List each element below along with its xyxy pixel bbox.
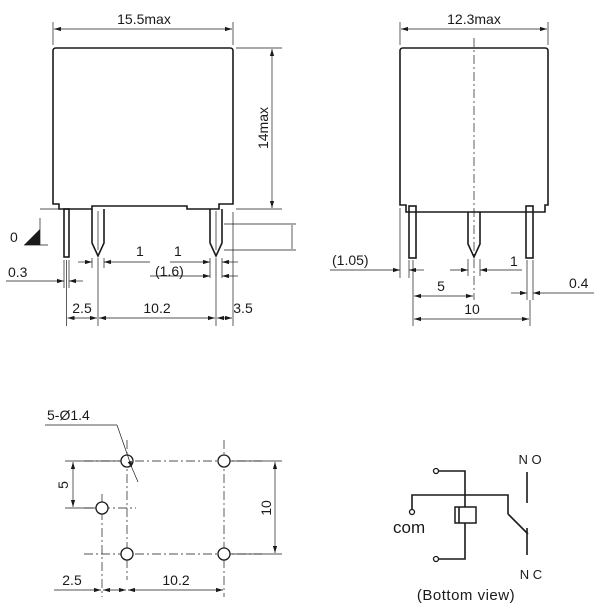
side-pin-right <box>525 205 534 259</box>
coil-terminal-bottom <box>432 555 440 563</box>
dim-pcb-row-span: 10 <box>230 460 282 555</box>
dim-front-height: 14max <box>236 47 282 210</box>
dim-front-width-label: 15.5max <box>117 11 171 27</box>
side-pin-middle <box>467 212 481 259</box>
dim-side-pin-width: 1 <box>450 253 522 276</box>
front-pin-right <box>209 209 223 258</box>
front-view: 15.5max 14max 0 0.3 <box>6 11 296 326</box>
com-terminal <box>408 508 416 516</box>
dim-front-pin-pitch-label: 10.2 <box>143 300 170 316</box>
dim-side-pin-thickness: 0.4 <box>511 260 594 300</box>
dim-front-pin-width-3: (1.6) <box>150 263 238 279</box>
label-no: N O <box>518 452 541 467</box>
dim-front-pin-width-1-label: 1 <box>136 243 144 259</box>
dim-pcb-hole-callout: 5-Ø1.4 <box>45 407 139 483</box>
coil-terminal-top <box>432 467 440 475</box>
dim-side-width: 12.3max <box>399 11 549 45</box>
dim-pcb-bottom: 2.5 10.2 <box>54 572 223 593</box>
dim-side-half-pitch: 5 <box>412 260 473 326</box>
schematic-caption: (Bottom view) <box>417 587 515 604</box>
dim-pcb-row-pitch-label: 5 <box>55 481 71 489</box>
pcb-hole <box>217 547 231 561</box>
switch-blade <box>507 513 529 535</box>
dim-side-standoff-label: (1.05) <box>332 252 369 268</box>
dim-front-pin-width-1: 1 <box>78 243 150 268</box>
dim-pcb-hole-callout-label: 5-Ø1.4 <box>47 407 90 423</box>
dim-front-angle-label: 0 <box>10 229 18 245</box>
dim-side-pin-span-label: 10 <box>464 301 480 317</box>
dim-side-half-pitch-label: 5 <box>437 278 445 294</box>
front-body-outline <box>52 47 234 210</box>
front-pin-left <box>63 208 70 258</box>
relay-schematic: N O N C com (Bottom view) <box>393 452 542 604</box>
side-pin-left <box>408 205 417 259</box>
dim-side-pin-span: 10 <box>414 300 531 326</box>
side-body-outline <box>399 47 549 213</box>
dim-front-angle: 0 <box>10 208 60 246</box>
dim-front-pin-width-2-label: 1 <box>174 243 182 259</box>
front-pin-middle <box>91 209 105 258</box>
pcb-layout-view: 5-Ø1.4 5 10 2.5 10.2 <box>45 407 282 597</box>
dim-pcb-column-pitch-label: 10.2 <box>162 572 189 588</box>
label-nc: N C <box>520 567 542 582</box>
coil-symbol <box>454 506 477 524</box>
dim-front-pin-thickness-label: 0.3 <box>8 264 28 280</box>
dim-front-pin-width-3-label: (1.6) <box>155 263 184 279</box>
pcb-hole <box>120 547 134 561</box>
dim-front-height-label: 14max <box>255 107 271 149</box>
dim-pcb-row-span-label: 10 <box>258 500 274 516</box>
dim-side-pin-width-label: 1 <box>510 253 518 269</box>
dim-pcb-row-pitch: 5 <box>55 460 121 509</box>
label-com: com <box>393 518 425 537</box>
dim-front-pin-thickness: 0.3 <box>6 260 83 288</box>
dim-front-right-overhang-label: 3.5 <box>233 300 253 316</box>
pcb-hole <box>95 501 109 515</box>
dim-front-edge-to-pin-label: 2.5 <box>72 300 92 316</box>
dim-front-width: 15.5max <box>52 11 234 45</box>
side-view: 12.3max (1.05) 1 5 <box>330 11 594 326</box>
dim-side-pin-thickness-label: 0.4 <box>569 275 589 291</box>
dim-pcb-edge-to-hole-label: 2.5 <box>62 572 82 588</box>
pcb-hole <box>217 454 231 468</box>
dim-side-width-label: 12.3max <box>447 11 501 27</box>
dim-front-bottom: 2.5 10.2 3.5 <box>66 212 253 326</box>
dim-side-standoff: (1.05) <box>330 208 424 278</box>
dim-front-pin-width-2: 1 <box>170 243 238 268</box>
